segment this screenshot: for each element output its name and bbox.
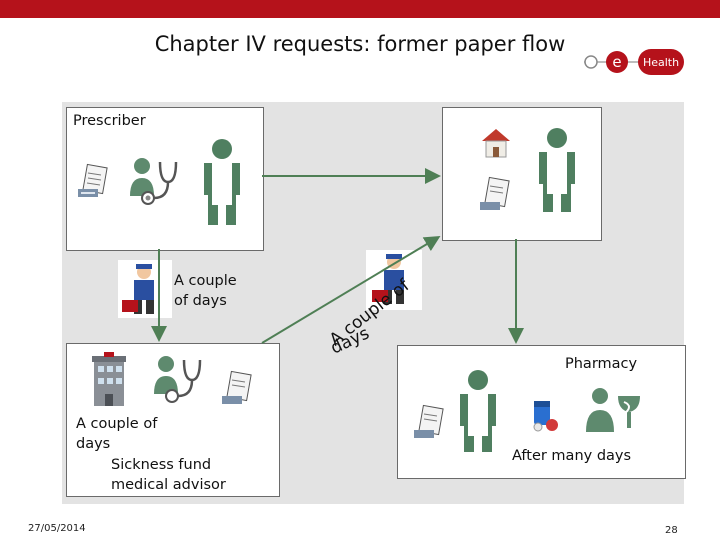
form-icon bbox=[478, 176, 512, 214]
top-brand-bar bbox=[0, 0, 720, 18]
footer-date: 27/05/2014 bbox=[28, 523, 86, 534]
pills-icon bbox=[526, 397, 562, 433]
sickness-fund-label: Sickness fund medical advisor bbox=[111, 457, 226, 494]
doctor-icon bbox=[450, 366, 506, 456]
ehealth-logo: e Health bbox=[584, 49, 684, 75]
doctor-icon bbox=[192, 135, 252, 229]
pharmacy-label: Pharmacy bbox=[565, 356, 638, 372]
stethoscope-icon bbox=[148, 350, 210, 410]
slide-title: Chapter IV requests: former paper flow bbox=[154, 32, 566, 56]
doctor-icon bbox=[528, 124, 586, 216]
pharmacist-icon bbox=[580, 382, 646, 442]
form-icon bbox=[220, 370, 254, 408]
house-icon bbox=[478, 125, 514, 161]
logo-letter: e bbox=[612, 53, 621, 71]
arrow-fund-to-doctor bbox=[261, 235, 441, 344]
logo-text: Health bbox=[643, 56, 679, 69]
stethoscope-icon bbox=[124, 152, 186, 214]
delay-label-pharmacy: After many days bbox=[512, 448, 632, 464]
prescriber-label: Prescriber bbox=[73, 113, 146, 129]
form-icon bbox=[76, 163, 110, 201]
delay-label-fund: A couple of days bbox=[76, 416, 158, 453]
page-number: 28 bbox=[665, 525, 678, 536]
mailman-icon bbox=[118, 260, 172, 318]
form-icon bbox=[412, 404, 446, 442]
delay-label-1: A couple of days bbox=[174, 273, 237, 310]
mailman-icon bbox=[366, 250, 422, 310]
building-icon bbox=[88, 352, 130, 408]
